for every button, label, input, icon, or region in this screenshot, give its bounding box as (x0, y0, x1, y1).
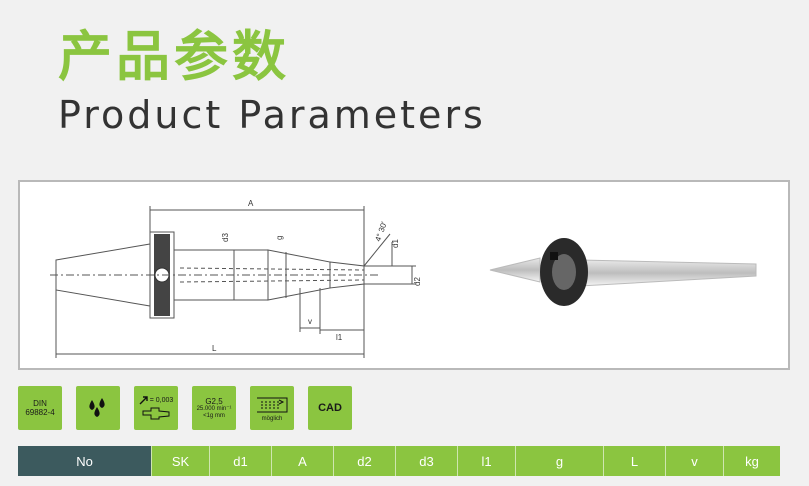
tool-holder-photo (489, 238, 757, 306)
technical-drawing-panel: A L d3 g d1 d2 v l1 4° 30' (18, 180, 790, 370)
parameter-table-header: No SK d1 A d2 d3 l1 g L v kg (18, 446, 790, 476)
coolant-drops-icon (89, 398, 105, 417)
coolant-through-badge: möglich (250, 386, 294, 430)
cad-badge[interactable]: CAD (308, 386, 352, 430)
cad-label: CAD (318, 402, 342, 414)
feature-badges: DIN 69882-4 = 0,003 G2,5 25.000 min⁻¹ <1… (18, 386, 352, 430)
label-angle: 4° 30' (373, 220, 389, 243)
balance-badge: G2,5 25.000 min⁻¹ <1g mm (192, 386, 236, 430)
header-no: No (18, 446, 152, 476)
runout-value: = 0,003 (149, 396, 174, 404)
label-a: A (248, 199, 254, 208)
label-d3: d3 (221, 233, 230, 242)
runout-badge: = 0,003 (134, 386, 178, 430)
header-sk: SK (152, 446, 210, 476)
label-d1: d1 (391, 239, 400, 248)
label-l: L (212, 344, 217, 353)
label-v: v (308, 317, 312, 326)
page-title-chinese: 产品参数 (58, 25, 290, 88)
angle-line (363, 233, 391, 267)
din-standard-badge: DIN 69882-4 (18, 386, 62, 430)
coolant-badge (76, 386, 120, 430)
runout-holder-icon (142, 407, 170, 420)
header-g: g (516, 446, 604, 476)
din-number: 69882-4 (25, 408, 55, 417)
header-a: A (272, 446, 334, 476)
header-l: L (604, 446, 666, 476)
header-v: v (666, 446, 724, 476)
header-d1: d1 (210, 446, 272, 476)
balance-speed: 25.000 min⁻¹ (196, 405, 232, 412)
header-kg: kg (724, 446, 780, 476)
label-g: g (275, 236, 284, 240)
label-l1: l1 (336, 333, 343, 342)
moglich-label: möglich (261, 415, 283, 422)
coolant-through-icon (257, 397, 288, 412)
balance-unbalance: <1g mm (203, 412, 225, 419)
header-d2: d2 (334, 446, 396, 476)
header-l1: l1 (458, 446, 516, 476)
din-label: DIN (33, 399, 47, 408)
page-title-english: Product Parameters (58, 93, 486, 137)
runout-arrow-icon (139, 396, 148, 405)
balance-grade: G2,5 (205, 396, 223, 406)
header-d3: d3 (396, 446, 458, 476)
tool-holder-drawing: A L d3 g d1 d2 v l1 4° 30' (50, 199, 757, 358)
label-d2: d2 (413, 277, 422, 286)
